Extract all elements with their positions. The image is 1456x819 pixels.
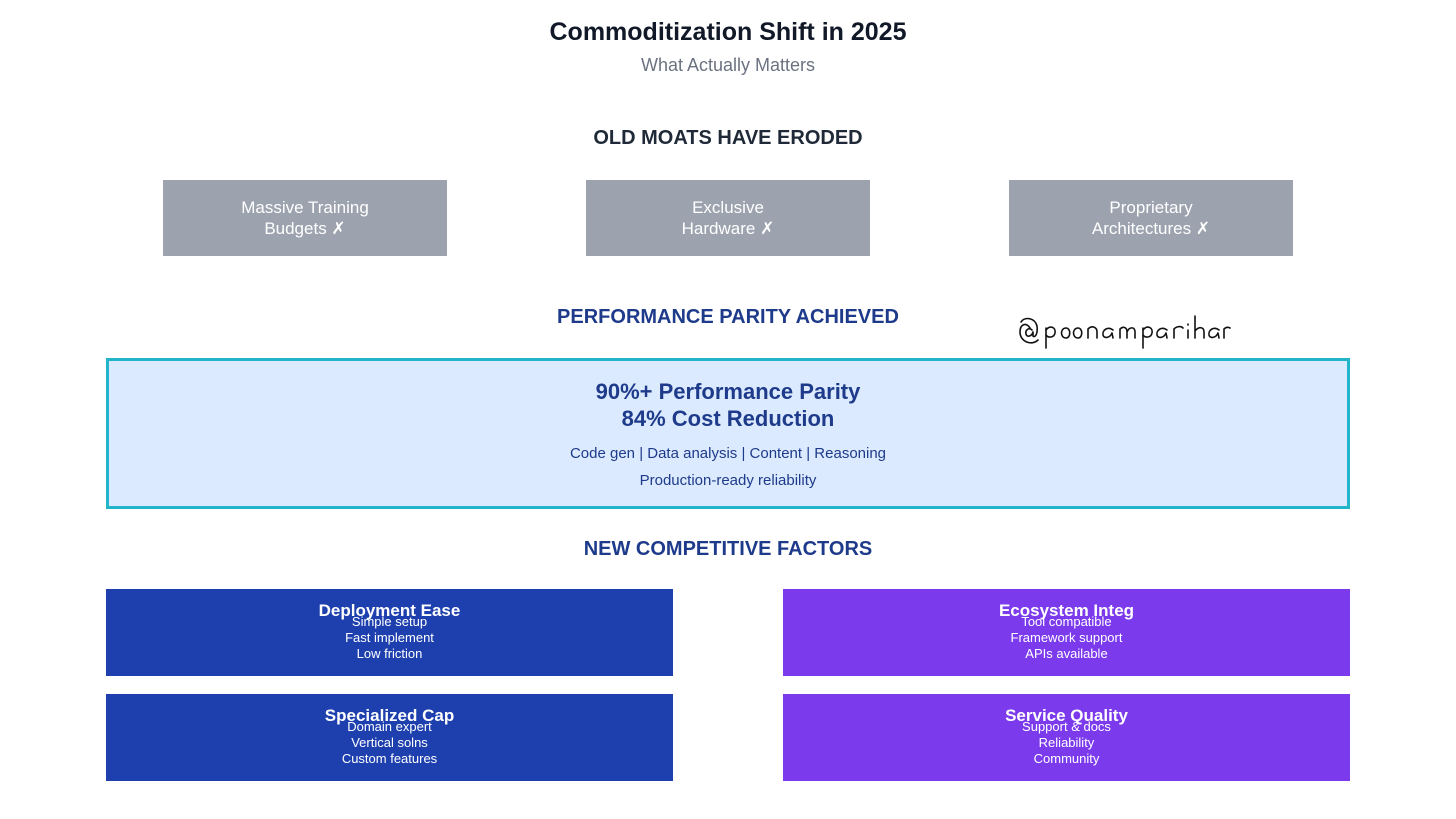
new-factors-heading: NEW COMPETITIVE FACTORS xyxy=(583,538,873,560)
factor-line: APIs available xyxy=(1025,646,1108,661)
factor-title: Ecosystem Integ xyxy=(998,601,1135,620)
parity-heading: PERFORMANCE PARITY ACHIEVED xyxy=(557,306,899,328)
page-subtitle: What Actually Matters xyxy=(640,55,816,75)
page-title: Commoditization Shift in 2025 xyxy=(549,18,907,46)
parity-reliability: Production-ready reliability xyxy=(639,472,817,489)
parity-performance-line: 90%+ Performance Parity xyxy=(595,379,861,404)
factor-title: Specialized Cap xyxy=(324,706,455,725)
signature-handwriting xyxy=(1019,315,1231,349)
old-moat-proprietary-architectures: Proprietary Architectures ✗ xyxy=(1009,180,1293,256)
factor-specialized-cap: Specialized Cap Domain expert Vertical s… xyxy=(106,694,673,781)
factor-service-quality: Service Quality Support & docs Reliabili… xyxy=(783,694,1350,781)
factor-line: Community xyxy=(1033,751,1100,766)
factor-details: Support & docs Reliability Community xyxy=(783,719,1350,767)
factor-line: Support & docs xyxy=(1022,719,1111,734)
old-moats-heading: OLD MOATS HAVE ERODED xyxy=(593,127,863,149)
factor-line: Domain expert xyxy=(347,719,432,734)
old-moat-line2: Architectures ✗ xyxy=(1091,219,1211,238)
factor-line: Custom features xyxy=(341,751,438,766)
factor-ecosystem-integ: Ecosystem Integ Tool compatible Framewor… xyxy=(783,589,1350,676)
old-moat-line1: Exclusive xyxy=(692,198,764,217)
factor-line: Fast implement xyxy=(345,630,434,645)
factor-title: Service Quality xyxy=(1005,706,1128,725)
old-moat-exclusive-hardware: Exclusive Hardware ✗ xyxy=(586,180,870,256)
old-moat-training-budgets: Massive Training Budgets ✗ xyxy=(163,180,447,256)
factor-details: Simple setup Fast implement Low friction xyxy=(106,614,673,662)
parity-cost-line: 84% Cost Reduction xyxy=(621,406,835,431)
factor-details: Tool compatible Framework support APIs a… xyxy=(783,614,1350,662)
factor-line: Low friction xyxy=(356,646,423,661)
factor-title: Deployment Ease xyxy=(318,601,461,620)
old-moat-line2: Hardware ✗ xyxy=(681,219,775,238)
parity-use-cases: Code gen | Data analysis | Content | Rea… xyxy=(569,445,887,462)
factor-line: Reliability xyxy=(1038,735,1095,750)
factor-line: Framework support xyxy=(1010,630,1123,645)
performance-parity-panel: 90%+ Performance Parity 84% Cost Reducti… xyxy=(106,358,1350,509)
old-moat-line1: Proprietary xyxy=(1109,198,1193,217)
factor-line: Tool compatible xyxy=(1021,614,1112,629)
factor-line: Simple setup xyxy=(351,614,428,629)
parity-headline: 90%+ Performance Parity 84% Cost Reducti… xyxy=(109,378,1347,432)
old-moat-line2: Budgets ✗ xyxy=(264,219,346,238)
factor-deployment-ease: Deployment Ease Simple setup Fast implem… xyxy=(106,589,673,676)
factor-details: Domain expert Vertical solns Custom feat… xyxy=(106,719,673,767)
factor-line: Vertical solns xyxy=(351,735,428,750)
old-moat-line1: Massive Training xyxy=(241,198,369,217)
